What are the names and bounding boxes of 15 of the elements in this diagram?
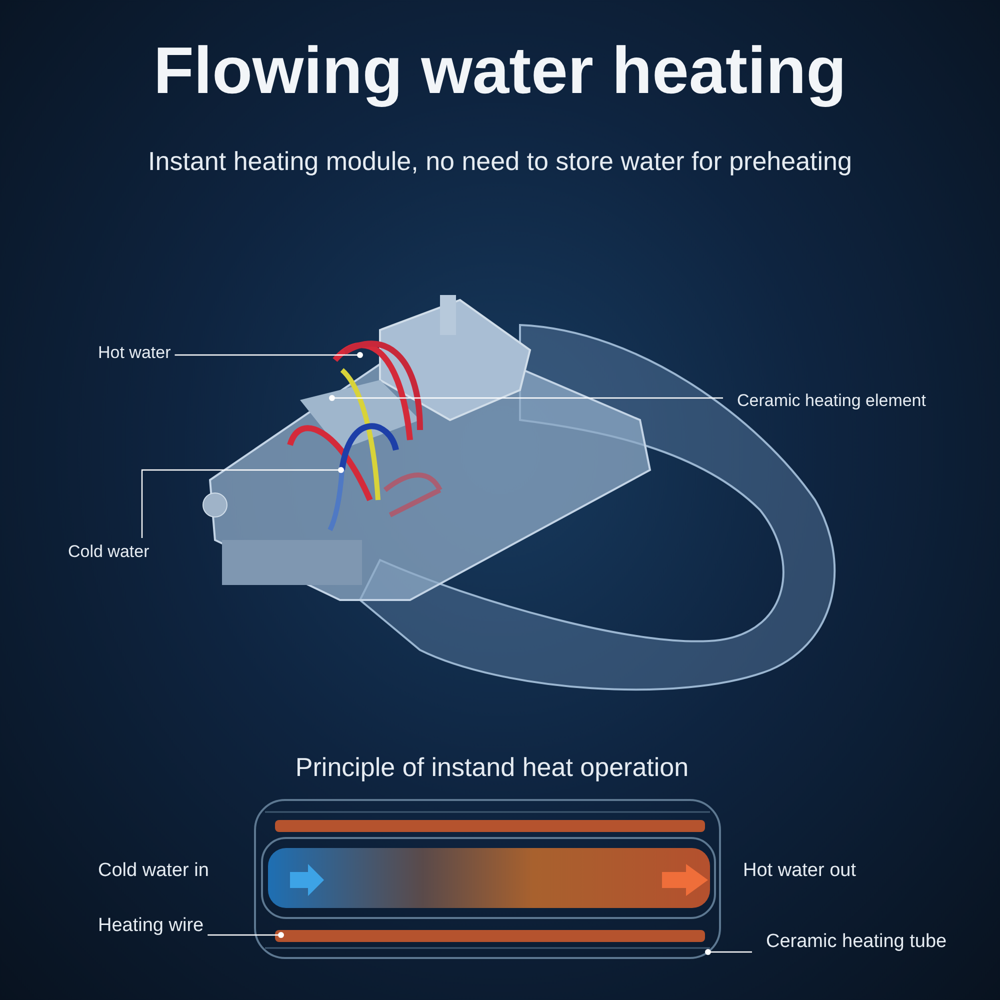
subtitle: Instant heating module, no need to store water for preheating [148,146,852,178]
section-heading: Principle of instand heat operation [295,752,689,784]
leader-line [329,395,723,401]
callout-label: Hot water [98,343,171,364]
leader-line [141,467,344,538]
leader-line [705,949,752,955]
callout-label: Cold water [68,542,150,562]
flow-label: Cold water in [98,860,209,883]
flow-label: Hot water out [743,860,856,883]
callout-label: Heating wire [98,915,204,938]
title: Flowing water heating [152,32,848,109]
callout-label: Ceramic heating tube [766,931,947,954]
leader-line [208,932,284,938]
leader-line [174,352,363,358]
callout-label: Ceramic heating element [737,391,926,412]
